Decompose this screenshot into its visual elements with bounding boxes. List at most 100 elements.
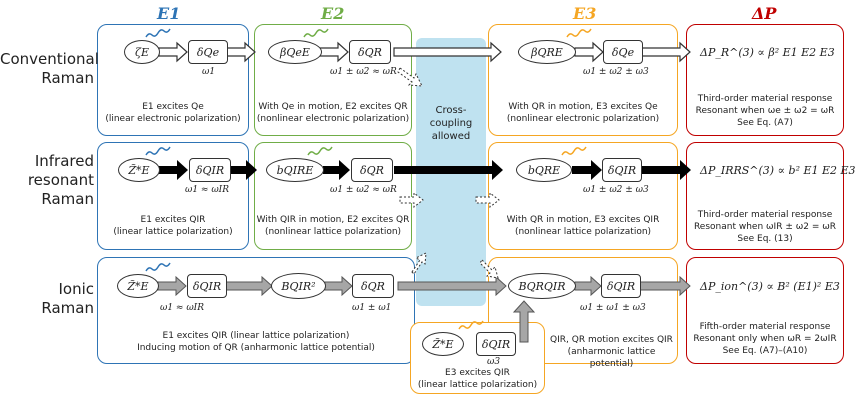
ion-e3-caption-line2: (anharmonic lattice potential) [567,347,656,369]
conv-e2-caption-line2: (nonlinear electronic polarization) [256,114,410,124]
arrow-ion-4 [397,275,507,297]
row-label-conventional-line1: Conventional [0,50,99,68]
header-e1: E1 [157,4,181,23]
ionic-e3-box [488,257,678,364]
ionic-dp-box [686,257,844,364]
ir-e1-caption-line1: E1 excites QIR [140,215,206,225]
ir-dp-formula: ΔP_IRRS^(3) ∝ b² E1 E2 E3 [700,164,856,177]
arrow-ir-5 [572,160,602,180]
infrared-dp-box [686,142,844,250]
dash-arrow-4 [411,252,427,275]
conv-dp-caption-line1: Third-order material response [697,94,833,104]
arrow-conv-1 [158,41,188,63]
conventional-dp-box [686,24,844,136]
ion-e1-caption: E1 excites QIR (linear lattice polarizat… [97,330,415,354]
ion-e3-out: δQIR [601,274,641,298]
arrow-ir-1 [159,160,188,180]
conv-e3-out: δQe [603,40,643,64]
ir-e3-node: bQRE [516,158,572,182]
conv-e1-caption: E1 excites Qe (linear electronic polariz… [97,101,249,125]
conv-e2-caption-line1: With Qe in motion, E2 excites QR [258,102,408,112]
arrow-ion-up [512,300,536,343]
arrow-conv-3 [319,41,349,63]
header-e3: E3 [573,4,597,23]
wave-ir-e1 [145,146,171,156]
arrow-ion-1 [157,275,187,297]
ir-e2-out: δQR [351,158,393,182]
cross-coupling-label: Cross-coupling allowed [429,105,473,142]
ion-mid-out: δQR [352,274,394,298]
ion-e1-caption-line1: E1 excites QIR (linear lattice polarizat… [162,331,350,341]
ir-e2-caption: With QIR in motion, E2 excites QR (nonli… [254,214,412,238]
conv-dp-formula: ΔP_R^(3) ∝ β² E1 E2 E3 [700,46,835,59]
conv-e3-caption-line1: With QR in motion, E3 excites Qe [508,102,658,112]
ir-e1-out: δQIR [189,158,231,182]
arrow-conv-5 [574,41,604,63]
arrow-ir-3 [323,160,350,180]
ion-e1-caption-line2: Inducing motion of QR (anharmonic lattic… [137,343,375,353]
arrow-ir-2 [230,160,257,180]
ir-e1-freq: ω1 ≈ ωIR [185,185,229,195]
ir-e2-freq: ω1 ± ω2 ≈ ωR [330,185,397,195]
conventional-e1-box [97,24,249,136]
dash-arrow-5 [479,259,499,279]
ion-e3-node: BQRQIR [508,273,576,299]
row-label-infrared-line3: Raman [41,190,94,208]
ion-sub-out: δQIR [476,332,516,356]
wave-conv-e3 [566,28,592,38]
conv-e1-caption-line2: (linear electronic polarization) [105,114,241,124]
conv-e2-node: βQeE [268,40,322,64]
conv-e3-node: βQRE [518,40,576,64]
arrow-ir-4 [394,160,503,180]
row-label-infrared-line2: resonant [27,171,94,189]
ion-e3-caption: QIR, QR motion excites QIR (anharmonic l… [545,334,678,370]
ion-dp-formula: ΔP_ion^(3) ∝ B² (E1)² E3 [700,280,840,293]
arrow-conv-6 [639,41,691,63]
ir-e2-caption-line1: With QIR in motion, E2 excites QR [256,215,410,225]
ir-dp-caption-line2: Resonant when ωIR ± ω2 = ωR [693,222,837,232]
infrared-e1-box [97,142,249,250]
ir-dp-caption-line1: Third-order material response [697,210,833,220]
ion-e3-caption-line1: QIR, QR motion excites QIR [550,335,673,345]
ion-sub-caption: E3 excites QIR (linear lattice polarizat… [410,367,545,391]
arrow-ion-5 [574,275,602,297]
row-label-ionic: Ionic Raman [0,280,94,318]
ion-mid-freq: ω1 ± ω1 [352,303,392,313]
ir-dp-caption: Third-order material response Resonant w… [686,209,844,245]
conv-e2-caption: With Qe in motion, E2 excites QR (nonlin… [254,101,412,125]
header-delta-p: ΔP [752,4,777,23]
ion-dp-caption: Fifth-order material response Resonant o… [686,321,844,357]
wave-ion-e3 [458,320,484,330]
wave-ion-e1 [145,262,171,272]
arrow-ion-6 [639,275,691,297]
ion-sub-node: Z̃*E [422,332,464,356]
arrow-conv-2 [226,41,256,63]
ir-e1-caption-line2: (linear lattice polarization) [113,227,233,237]
ion-e3-freq: ω1 ± ω1 ± ω3 [580,303,646,313]
dash-arrow-2 [399,191,424,209]
ion-dp-caption-line3: See Eq. (A7)–(A10) [722,346,808,356]
ion-sub-caption-line2: (linear lattice polarization) [417,380,538,390]
ion-mid-node: BQIR² [271,273,326,299]
ir-e3-caption-line2: (nonlinear lattice polarization) [514,227,652,237]
row-label-conventional-line2: Raman [41,69,94,87]
dash-arrow-1 [397,67,423,87]
conv-e3-freq: ω1 ± ω2 ± ω3 [583,67,649,77]
ir-e3-caption-line1: With QR in motion, E3 excites QIR [506,215,660,225]
row-label-conventional: Conventional Raman [0,50,99,88]
ir-e3-out: δQIR [602,158,642,182]
ir-e3-caption: With QR in motion, E3 excites QIR (nonli… [488,214,678,238]
row-label-ionic-line1: Ionic [58,280,94,298]
ion-dp-caption-line2: Resonant only when ωR = 2ωIR [693,334,837,344]
infrared-e2-box [254,142,412,250]
ir-e2-caption-line2: (nonlinear lattice polarization) [264,227,402,237]
conv-dp-caption-line3: See Eq. (A7) [737,118,793,128]
header-e2: E2 [321,4,345,23]
ionic-e1-box [97,257,415,364]
wave-conv-e1 [145,28,171,38]
arrow-conv-4 [393,41,502,63]
arrow-ir-6 [640,160,691,180]
wave-conv-e2 [303,28,329,38]
conv-dp-caption: Third-order material response Resonant w… [686,93,844,129]
